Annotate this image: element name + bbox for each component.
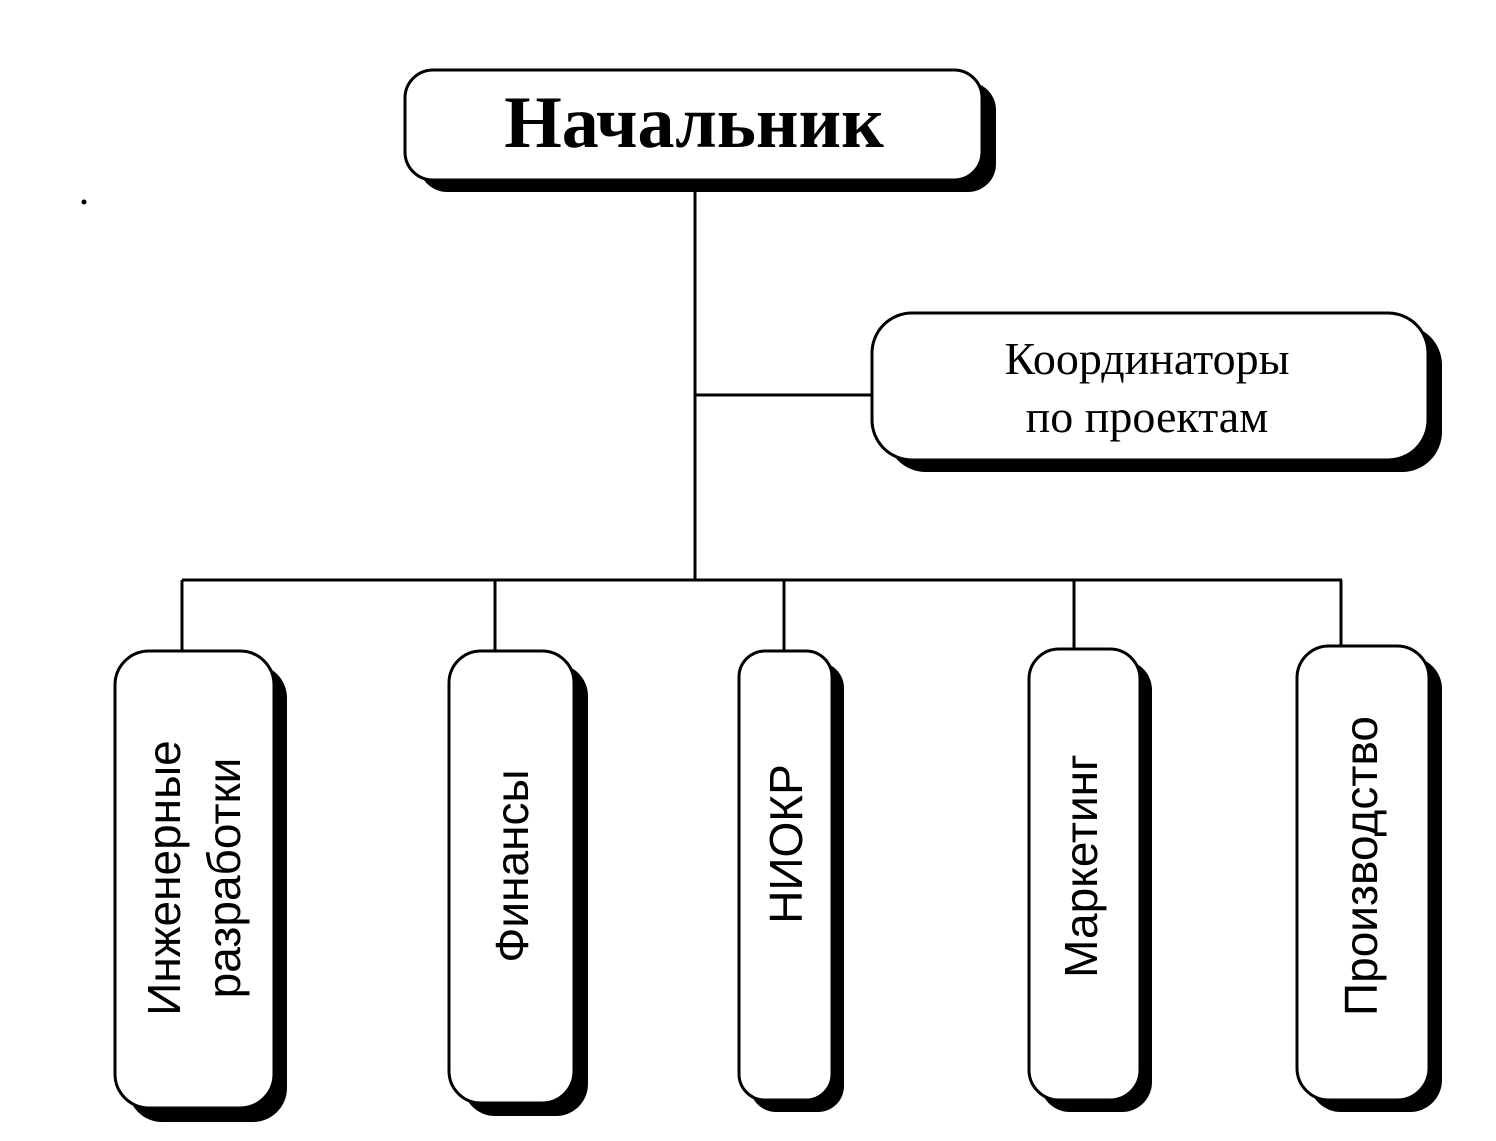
head-node-label: Начальник	[504, 82, 884, 164]
department-engineering-box	[113, 649, 276, 1110]
coordinators-node-label-line2: по проектам	[1026, 391, 1269, 442]
department-finance-label: Финансы	[486, 769, 538, 962]
department-rnd-box	[737, 649, 834, 1102]
head-node-box	[403, 68, 984, 182]
department-marketing-label: Маркетинг	[1055, 754, 1107, 978]
head-node: Начальник	[403, 68, 996, 192]
department-engineering-label-line2: разработки	[198, 758, 250, 999]
department-production-label: Производство	[1335, 716, 1387, 1016]
coordinators-node-label-line1: Координаторы	[1004, 333, 1289, 384]
department-finance: Финансы	[447, 649, 588, 1116]
department-finance-box	[447, 649, 576, 1105]
department-marketing-box	[1027, 647, 1142, 1102]
scan-dot	[81, 199, 87, 205]
department-rnd-label: НИОКР	[760, 764, 812, 924]
department-production: Производство	[1295, 644, 1442, 1112]
department-rnd: НИОКР	[737, 649, 844, 1112]
department-engineering-label-line1: Инженерные	[138, 740, 190, 1015]
department-production-box	[1295, 644, 1431, 1102]
coordinators-node: Координаторы по проектам	[870, 311, 1442, 472]
department-engineering: Инженерные разработки	[113, 649, 287, 1122]
coordinators-node-box	[870, 311, 1430, 462]
connectors	[180, 180, 1343, 651]
department-marketing: Маркетинг	[1027, 647, 1152, 1112]
